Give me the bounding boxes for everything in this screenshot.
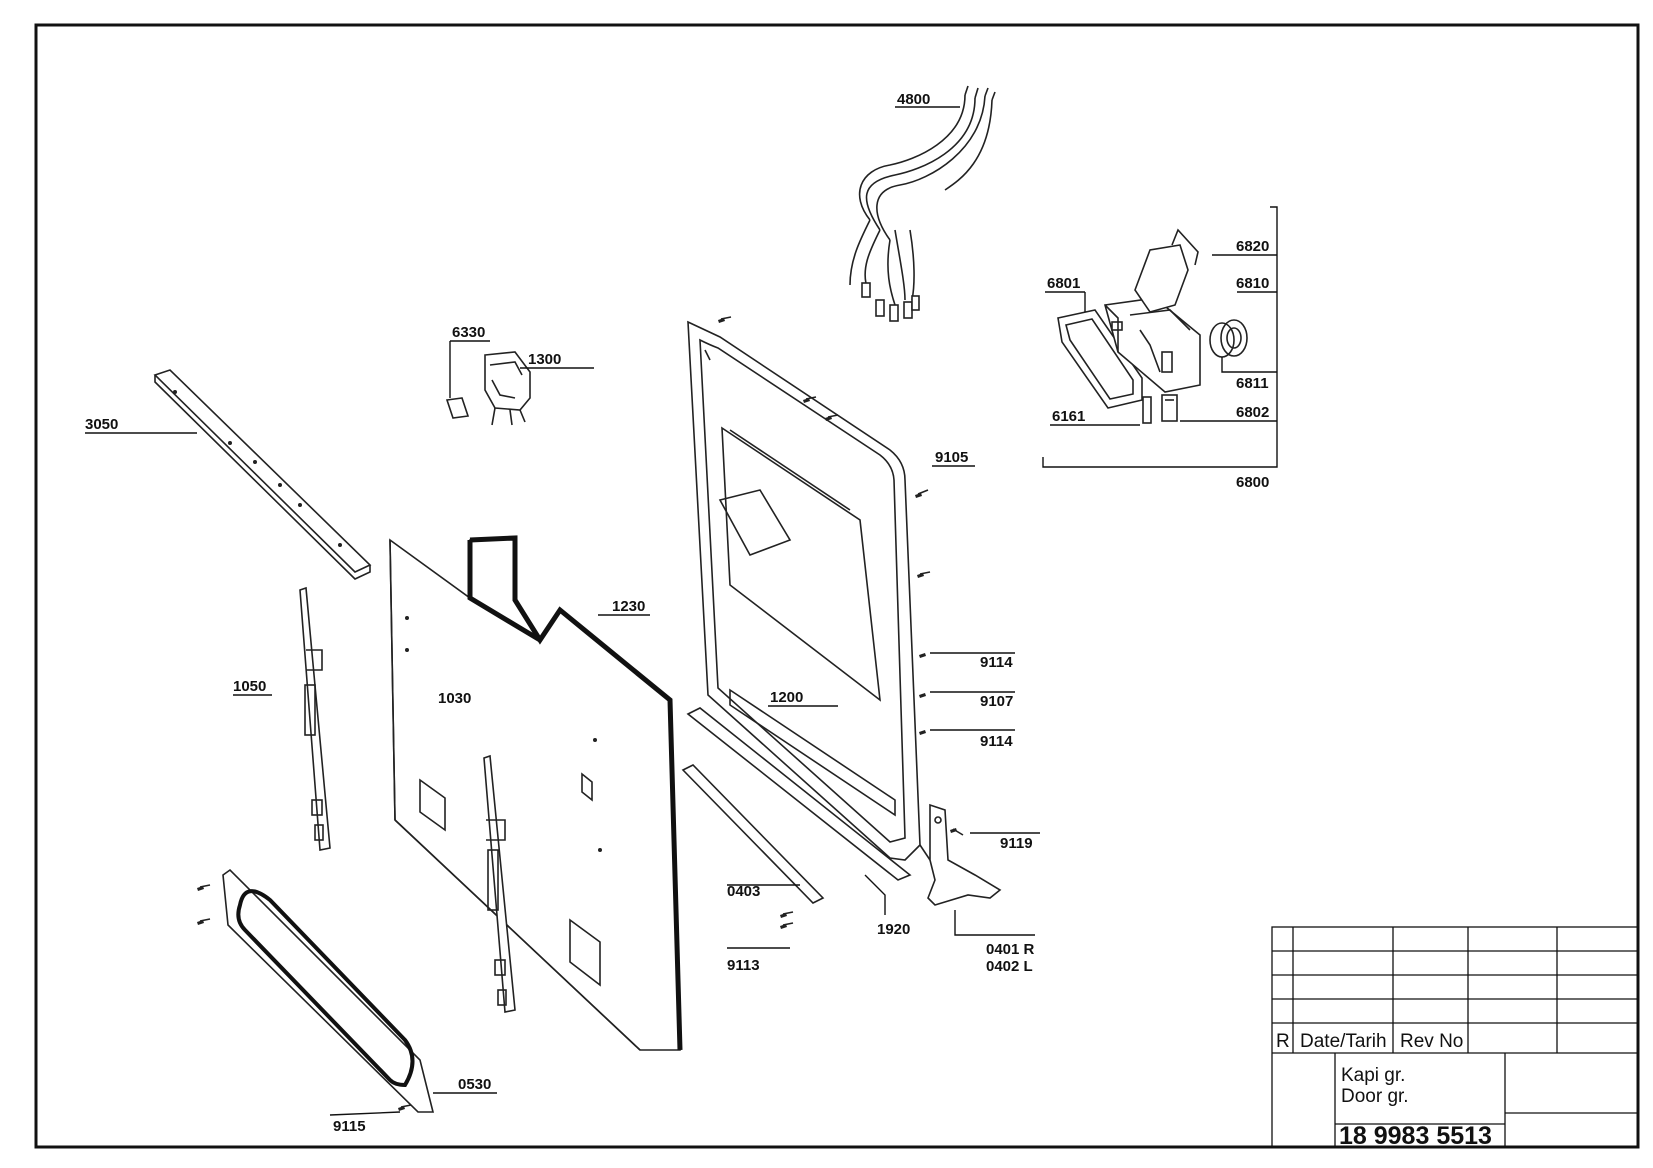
label-9115: 9115 [333,1118,366,1135]
label-6161: 6161 [1052,408,1085,425]
label-1300: 1300 [528,351,561,368]
label-9105: 9105 [935,449,968,466]
label-6802: 6802 [1236,404,1269,421]
label-9114-lower: 9114 [980,733,1013,750]
label-6820: 6820 [1236,238,1269,255]
label-6801: 6801 [1047,275,1080,292]
part-1300-door-lock [445,351,531,426]
part-1920-strip [686,707,912,881]
label-0401: 0401 R [986,941,1035,958]
label-6330: 6330 [452,324,485,341]
title-line-2: Door gr. [1341,1086,1409,1107]
label-1920: 1920 [877,921,910,938]
date-header: Date/Tarih [1300,1031,1387,1052]
part-0401-hinge-bracket [927,803,1002,906]
label-6811: 6811 [1236,375,1269,392]
title-block [1271,926,1639,1148]
part-6800-dispenser [1042,206,1278,468]
rev-mark: R [1276,1031,1290,1052]
label-9113: 9113 [727,957,760,974]
label-0530: 0530 [458,1076,491,1093]
label-9119: 9119 [1000,835,1033,852]
part-0530-kick-plate [222,868,435,1113]
label-1050: 1050 [233,678,266,695]
drawing-frame [34,23,1640,1149]
label-4800: 4800 [897,91,930,108]
label-0402: 0402 L [986,958,1033,975]
label-6800: 6800 [1236,474,1269,491]
label-3050: 3050 [85,416,118,433]
part-4800-wiring-harness [849,85,996,322]
label-0403: 0403 [727,883,760,900]
part-3050-top-rail [153,369,372,580]
label-9114-upper: 9114 [980,654,1013,671]
part-1200-inner-door [687,320,931,861]
part-1050-hinge-strap [299,586,331,851]
part-1050-hinge-strap-2 [483,754,516,1013]
title-line-1: Kapi gr. [1341,1065,1405,1086]
part-0403-strip [681,764,825,904]
label-1230: 1230 [612,598,645,615]
label-1200: 1200 [770,689,803,706]
rev-header: Rev No [1400,1031,1463,1052]
part-1030-outer-door [389,535,683,1051]
label-9107: 9107 [980,693,1013,710]
label-1030: 1030 [438,690,471,707]
label-6810: 6810 [1236,275,1269,292]
drawing-number: 18 9983 5513 [1339,1122,1492,1150]
